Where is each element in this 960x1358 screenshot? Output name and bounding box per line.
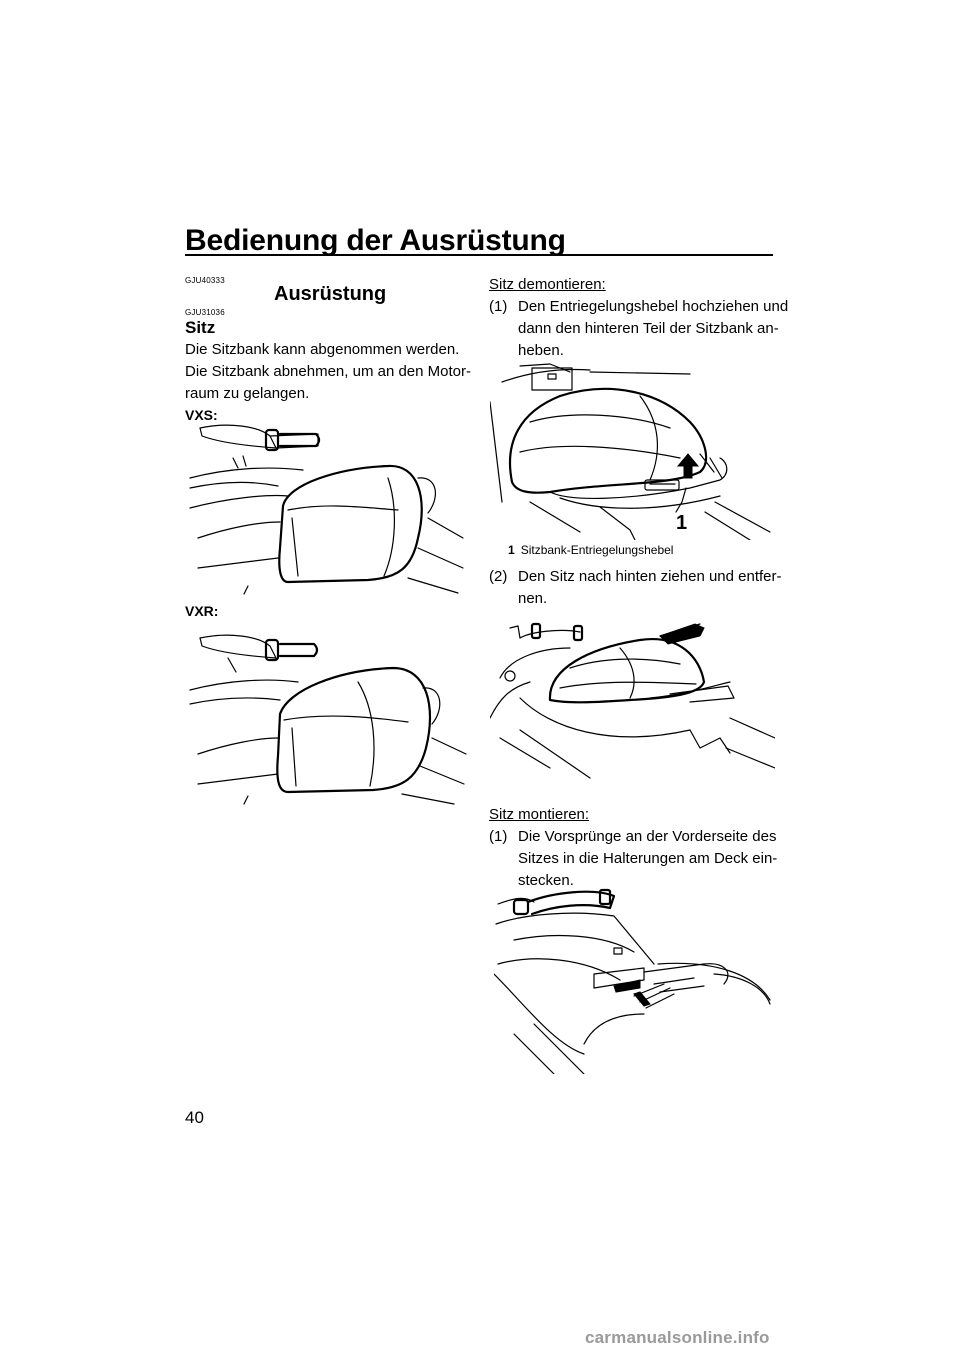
remove-heading: Sitz demontieren: bbox=[489, 276, 606, 293]
label-vxs: VXS: bbox=[185, 407, 218, 423]
step-number: (2) bbox=[489, 568, 508, 585]
step-line: heben. bbox=[518, 342, 564, 359]
section-title: Ausrüstung bbox=[274, 283, 387, 305]
step-number: (1) bbox=[489, 828, 508, 845]
seat-install-illustration-icon bbox=[494, 888, 771, 1074]
step-number: (1) bbox=[489, 298, 508, 315]
caption-number: 1 bbox=[508, 543, 515, 557]
caption-text: Sitzbank-Entriegelungshebel bbox=[520, 543, 674, 557]
page-number: 40 bbox=[185, 1108, 204, 1127]
callout-number-1: 1 bbox=[676, 512, 688, 534]
step-line: Die Vorsprünge an der Vorderseite des bbox=[518, 828, 777, 845]
step-line: dann den hinteren Teil der Sitzbank an- bbox=[518, 320, 779, 337]
watermark: carmanualsonline.info bbox=[585, 1328, 770, 1347]
step-line: Den Entriegelungshebel hochziehen und bbox=[518, 298, 789, 315]
intro-line-1: Die Sitzbank kann abgenommen werden. bbox=[185, 341, 460, 358]
intro-line-3: raum zu gelangen. bbox=[185, 385, 310, 402]
step-install-1: (1) Die Vorsprünge an der Vorderseite de… bbox=[489, 826, 801, 892]
step-line: stecken. bbox=[518, 872, 574, 889]
sub-section-code: GJU31036 bbox=[185, 308, 225, 317]
step-line: nen. bbox=[518, 590, 548, 607]
step-remove-2: (2) Den Sitz nach hinten ziehen und entf… bbox=[489, 566, 801, 610]
step-remove-1: (1) Den Entriegelungshebel hochziehen un… bbox=[489, 296, 801, 362]
seat-release-lever-illustration-icon bbox=[490, 363, 771, 540]
figure-caption: 1 Sitzbank-Entriegelungshebel bbox=[508, 543, 673, 557]
sub-section-title: Sitz bbox=[185, 318, 216, 337]
intro-line-2: Die Sitzbank abnehmen, um an den Motor- bbox=[185, 363, 471, 380]
seat-vxr-illustration-icon bbox=[189, 634, 467, 805]
step-line: Den Sitz nach hinten ziehen und entfer- bbox=[518, 568, 782, 585]
section-code: GJU40333 bbox=[185, 276, 225, 285]
step-line: Sitzes in die Halterungen am Deck ein- bbox=[518, 850, 778, 867]
page-header-title: Bedienung der Ausrüstung bbox=[185, 224, 566, 257]
header-rule bbox=[185, 254, 773, 256]
seat-vxs-illustration-icon bbox=[189, 424, 464, 595]
seat-pull-back-illustration-icon bbox=[490, 622, 775, 779]
label-vxr: VXR: bbox=[185, 603, 219, 619]
install-heading: Sitz montieren: bbox=[489, 806, 590, 823]
